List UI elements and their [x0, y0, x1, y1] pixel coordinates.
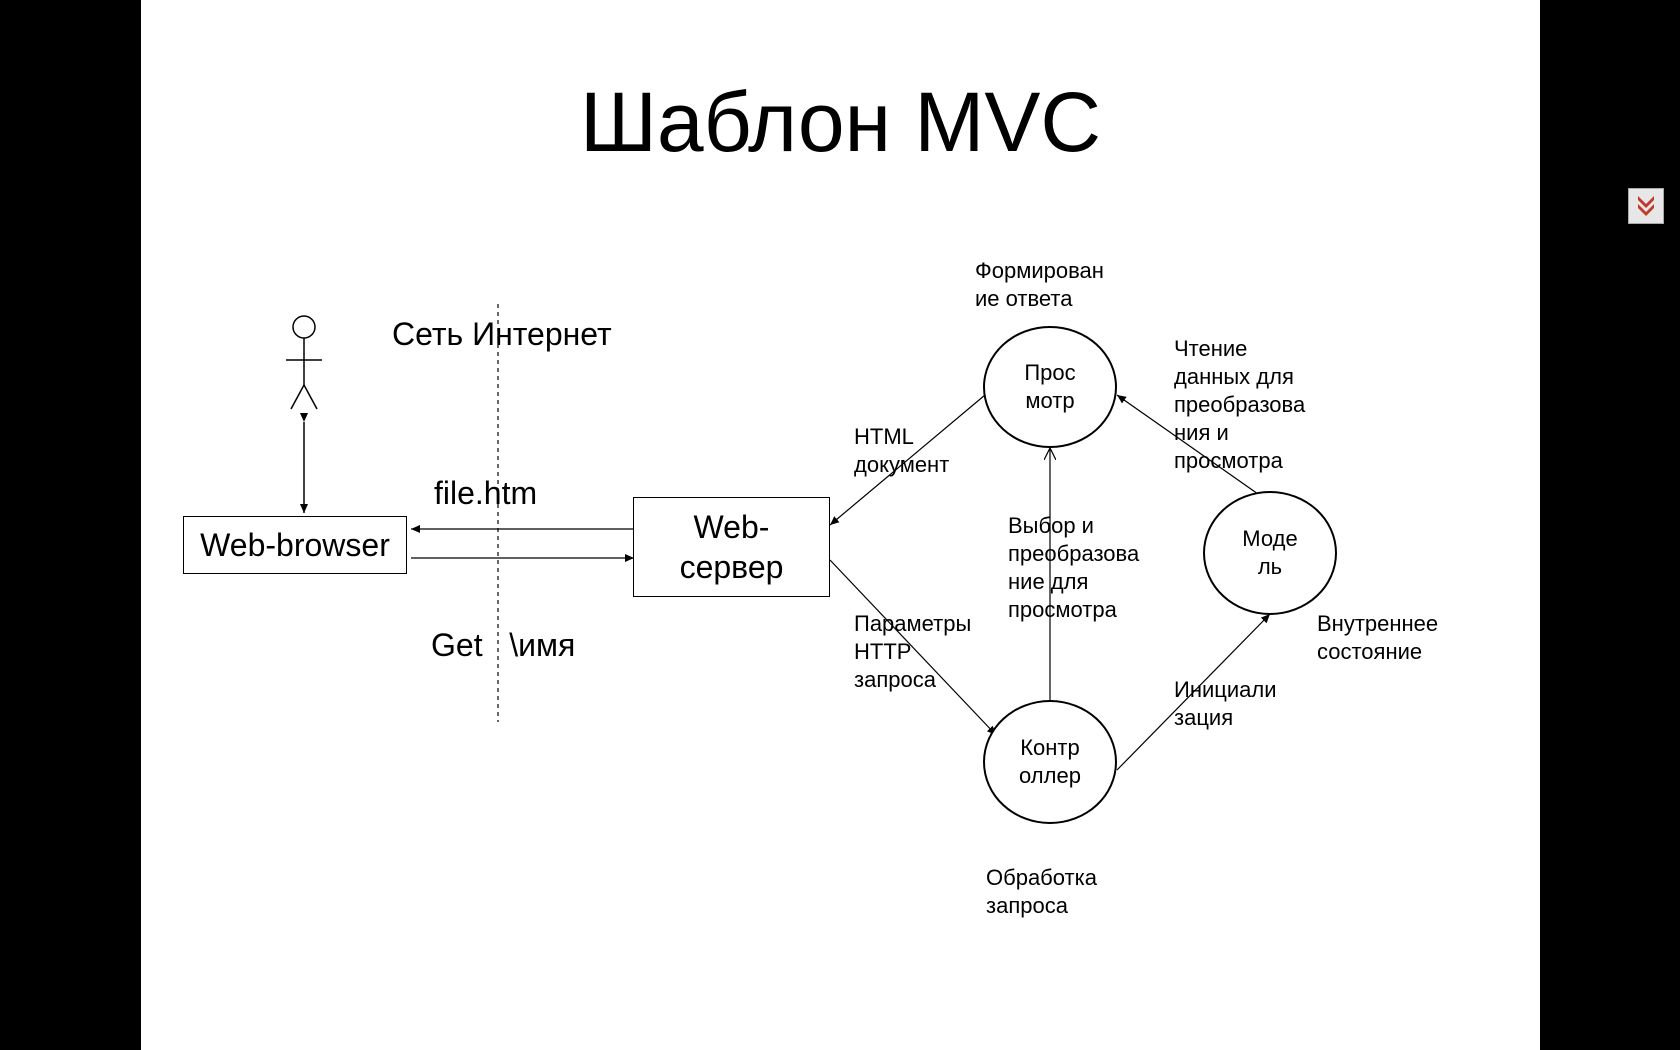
slide-title: Шаблон MVC [579, 75, 1102, 169]
arrow-model-to-view [1116, 394, 1259, 495]
read-data-label: Чтение данных для преобразова ния и прос… [1174, 336, 1306, 473]
model-caption: Внутреннее состояние [1317, 611, 1439, 664]
scroll-down-button[interactable] [1628, 188, 1664, 224]
web-server-box: Web- сервер [633, 497, 830, 597]
web-browser-box: Web-browser [183, 516, 407, 574]
arrow-controller-to-model [1116, 613, 1271, 771]
select-transform-label: Выбор и преобразова ние для просмотра [1008, 513, 1140, 622]
double-chevron-down-icon [1638, 196, 1654, 216]
controller-caption: Обработка запроса [986, 865, 1097, 918]
view-node: Прос мотр [983, 326, 1117, 448]
arrow-server-to-controller [829, 559, 997, 736]
view-caption: Формирован ие ответа [975, 258, 1104, 311]
file-label: file.htm [434, 475, 538, 511]
get-label: Get \имя [431, 627, 576, 663]
controller-node: Контр оллер [983, 700, 1117, 824]
init-label: Инициали зация [1174, 677, 1277, 730]
actor-icon [286, 315, 322, 410]
model-node: Моде ль [1203, 491, 1337, 615]
arrow-view-to-server [829, 394, 986, 526]
html-document-label: HTML документ [854, 424, 950, 477]
http-params-label: Параметры HTTP запроса [854, 611, 972, 692]
network-label: Сеть Интернет [392, 316, 612, 352]
